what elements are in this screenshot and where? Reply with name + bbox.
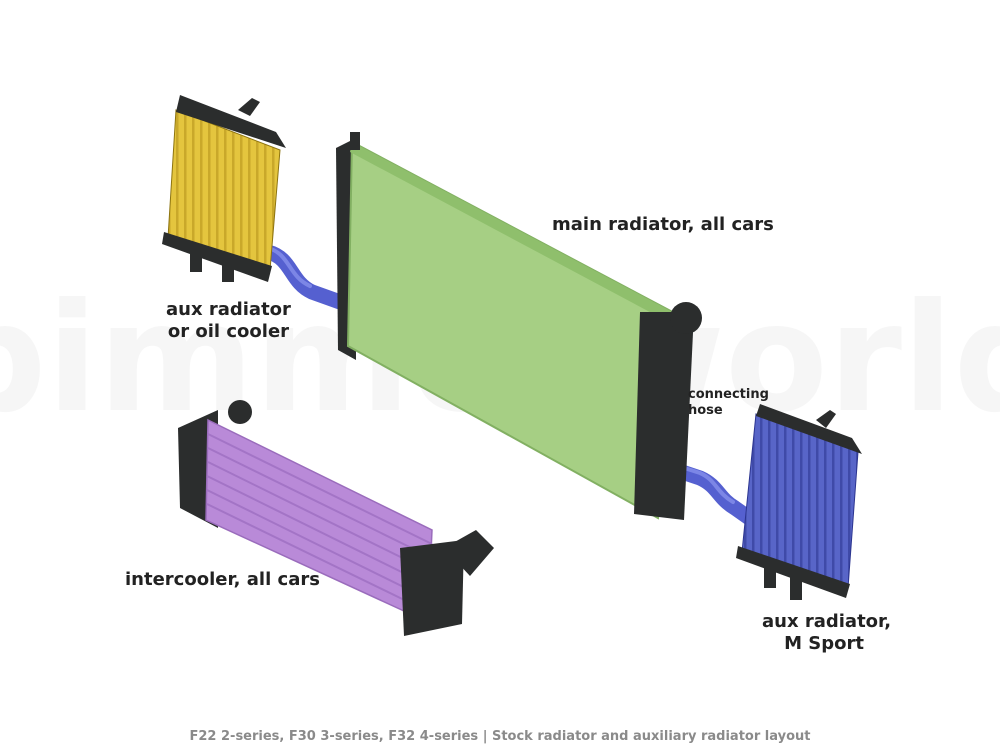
intercooler-ribs (206, 433, 433, 613)
aux-oil-cooler-label-line-2: or oil cooler (167, 320, 290, 342)
connecting-hose-label-line-2: hose (688, 402, 723, 418)
intercooler-inlet (444, 530, 494, 576)
aux-radiator-msport (736, 404, 862, 600)
connecting-hose-label-line-1: connecting (688, 387, 769, 402)
main-radiator-bracket (350, 132, 360, 150)
intercooler-label: intercooler, all cars (125, 569, 320, 590)
main-radiator-core (346, 140, 682, 520)
main-radiator-top-edge (350, 142, 680, 326)
aux-oil-hose-highlight (266, 246, 312, 288)
connecting-hose-highlight (676, 464, 735, 504)
aux-oil-cooler-cap (238, 98, 260, 116)
aux-oil-cooler-bottom-tank (162, 232, 272, 282)
aux-msport-label-line-2: M Sport (784, 632, 864, 654)
aux-msport-label-line-1: aux radiator, (762, 611, 892, 632)
diagram-caption: F22 2-series, F30 3-series, F32 4-series… (189, 729, 811, 744)
aux-oil-cooler (162, 95, 286, 282)
aux-msport-cap (816, 410, 836, 428)
aux-msport-bottom-tank (736, 546, 850, 598)
main-radiator-right-tank (634, 312, 694, 520)
aux-msport-top-tank (756, 404, 862, 454)
aux-msport-label: aux radiator, M Sport (762, 611, 892, 654)
aux-oil-cooler-bracket-1 (190, 246, 202, 272)
connecting-hose-label: connecting hose (688, 387, 769, 418)
connecting-hose (668, 462, 760, 528)
intercooler-right-tank (400, 540, 464, 636)
aux-oil-cooler-label-line-1: aux radiator (166, 299, 291, 320)
aux-oil-cooler-bracket-2 (222, 258, 234, 282)
intercooler-outlet (228, 400, 252, 424)
aux-msport-bracket-2 (790, 574, 802, 600)
aux-oil-cooler-top-tank (176, 95, 286, 148)
intercooler (178, 400, 494, 636)
aux-oil-cooler-label: aux radiator or oil cooler (166, 299, 291, 342)
main-radiator (336, 132, 702, 520)
main-radiator-label: main radiator, all cars (552, 214, 774, 235)
main-radiator-outlet (670, 302, 702, 334)
aux-msport-bracket-1 (764, 562, 776, 588)
